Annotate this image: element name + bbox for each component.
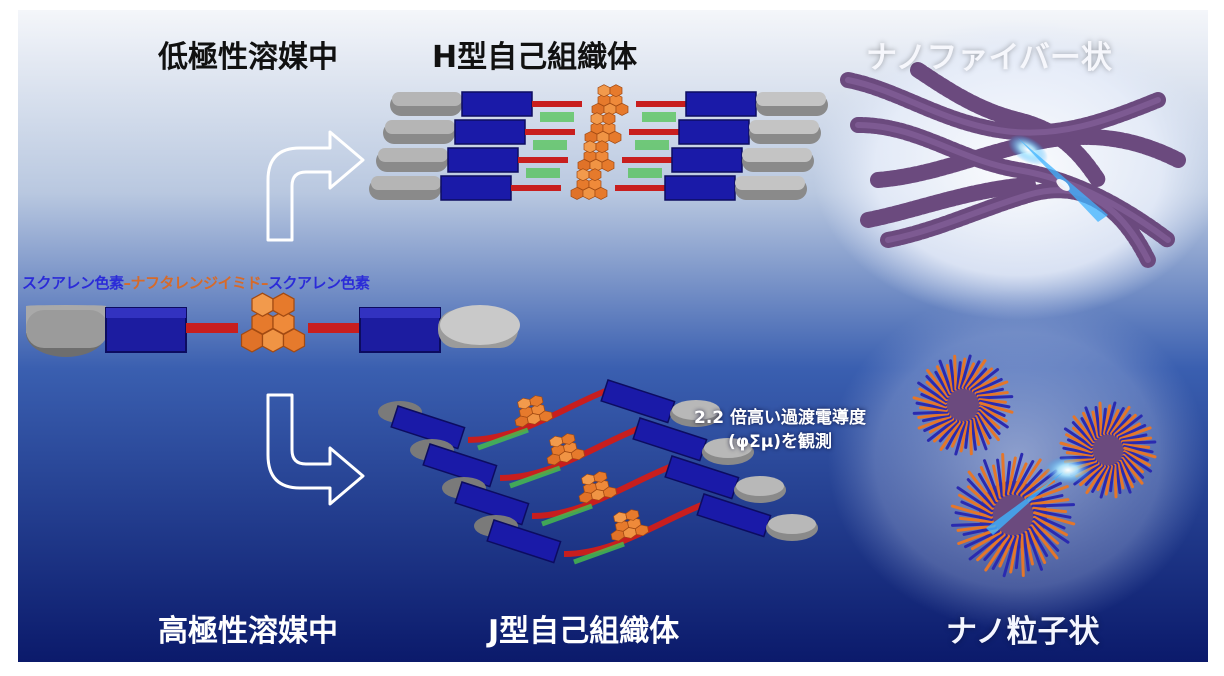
diagram-graphics	[18, 10, 1208, 662]
h-molecule	[383, 112, 821, 150]
high-polarity-solvent-label: 高極性溶媒中	[158, 614, 338, 649]
low-polarity-solvent-label: 低極性溶媒中	[158, 40, 338, 75]
molecule-label: スクアレン色素–ナフタレンジイミド–スクアレン色素	[22, 272, 370, 293]
diagram-canvas: 低極性溶媒中 H型自己組織体 ナノファイバー状 スクアレン色素–ナフタレンジイミ…	[18, 10, 1208, 662]
nanofiber-label: ナノファイバー状	[866, 40, 1112, 76]
j-molecule	[442, 455, 786, 527]
single-molecule	[26, 292, 520, 357]
j-molecule	[378, 379, 722, 451]
separator-2: –	[261, 274, 269, 292]
nanoparticle	[1059, 401, 1157, 499]
ndi-label: ナフタレンジイミド	[130, 274, 262, 292]
j-aggregate-stack	[378, 379, 818, 565]
arrow-down-right	[266, 393, 365, 506]
nanoparticle-label: ナノ粒子状	[946, 614, 1100, 650]
conductivity-note-line1: 2.2 倍高い過渡電導度	[694, 408, 867, 428]
squaraine-label-2: スクアレン色素	[268, 274, 370, 292]
j-aggregate-label: J型自己組織体	[488, 614, 680, 649]
conductivity-note-line2: (φΣμ)を観測	[728, 432, 832, 452]
j-molecule	[474, 493, 818, 565]
separator-1: –	[123, 274, 132, 292]
conductivity-note: 2.2 倍高い過渡電導度 (φΣμ)を観測	[694, 406, 866, 454]
h-molecule	[390, 84, 828, 122]
h-molecule	[376, 140, 814, 178]
nanoparticle-illustration	[828, 290, 1208, 630]
arrow-up-right	[266, 130, 365, 242]
h-molecule	[369, 168, 807, 201]
h-aggregate-stack	[369, 84, 828, 201]
j-molecule	[410, 417, 754, 489]
h-aggregate-label: H型自己組織体	[432, 40, 638, 75]
nanofiber-illustration	[813, 20, 1208, 320]
nanoparticle	[912, 354, 1014, 456]
squaraine-label-1: スクアレン色素	[22, 274, 124, 292]
